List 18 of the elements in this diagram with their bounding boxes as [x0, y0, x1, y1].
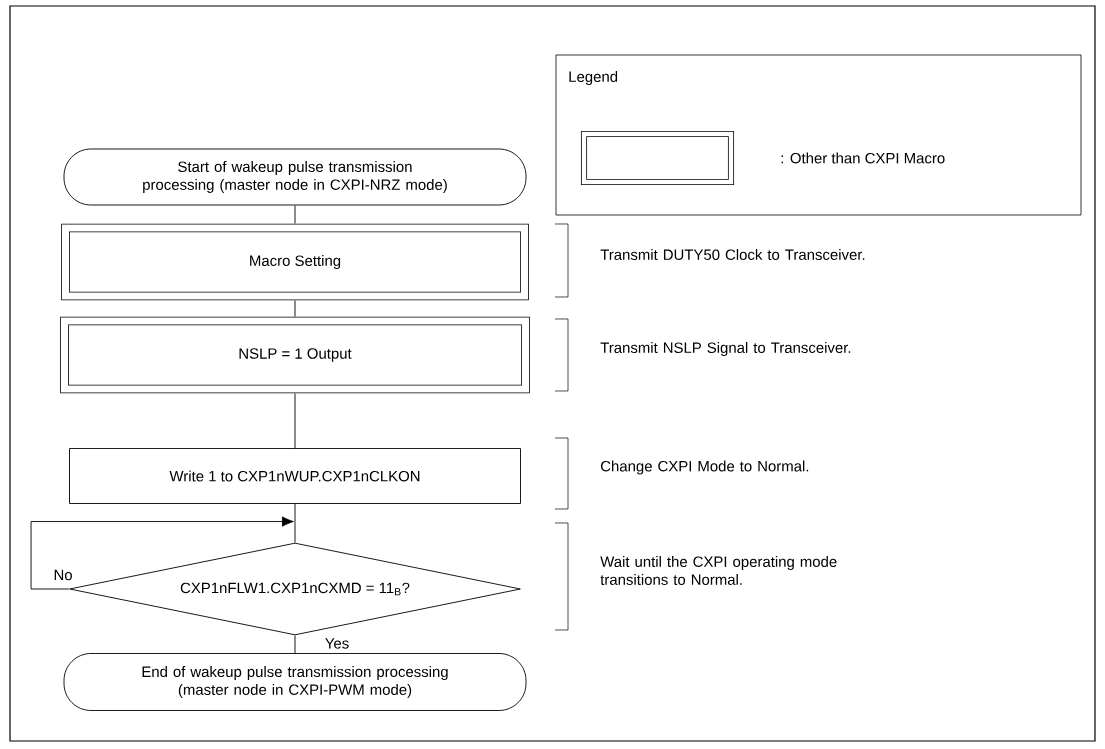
legend-title: Legend: [569, 71, 618, 85]
connector: [294, 205, 296, 224]
step-comment: Wait until the CXPI operating mode transitions to Normal.: [600, 556, 837, 585]
edge-label: Yes: [323, 637, 351, 650]
terminal-box: End of wakeup pulse transmission processing (master node in CXPI-PWM mode): [63, 653, 527, 711]
legend-text: : Other than CXPI Macro: [781, 152, 945, 164]
process-box: Write 1 to CXP1nWUP.CXP1nCLKON: [69, 448, 521, 504]
connector: [30, 516, 294, 590]
double-process-box: NSLP = 1 Output: [60, 316, 530, 394]
connector: [294, 300, 296, 317]
connector: [294, 393, 296, 449]
step-comment: Transmit NSLP Signal to Transceiver.: [600, 342, 851, 356]
terminal-box: Start of wakeup pulse transmission processing (master node in CXPI-NRZ mode): [63, 148, 527, 206]
step-comment: Transmit DUTY50 Clock to Transceiver.: [600, 249, 865, 260]
step-comment: Change CXPI Mode to Normal.: [600, 460, 809, 475]
connector: [294, 503, 296, 543]
connector: [294, 635, 296, 654]
double-process-box: Macro Setting: [61, 223, 529, 301]
